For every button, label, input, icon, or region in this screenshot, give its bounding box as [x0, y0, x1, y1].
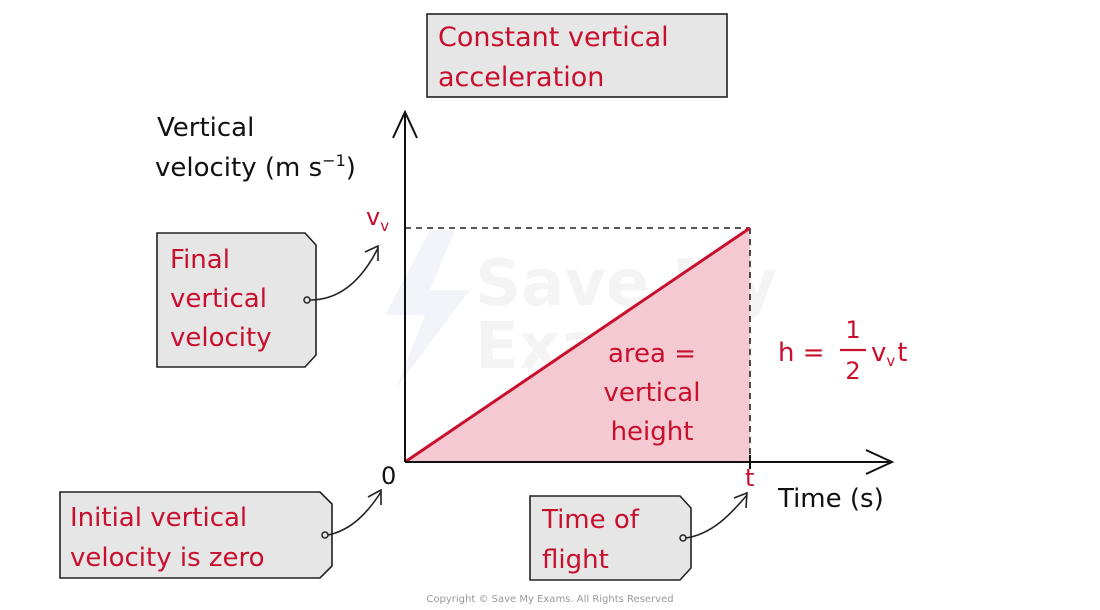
header-line2: acceleration — [438, 62, 604, 93]
y-axis-arrow-icon — [392, 109, 418, 139]
x-axis-arrow-icon — [865, 449, 895, 475]
y-axis-label-line2: velocity (m s−1) — [155, 151, 356, 183]
callout-final-velocity: Final vertical velocity — [156, 232, 379, 368]
callout-final-connector — [309, 247, 379, 301]
vv-tick-label: vv — [366, 203, 389, 235]
callout-final-line3: velocity — [170, 323, 272, 353]
t-tick-label: t — [745, 464, 754, 492]
callout-initial-velocity: Initial vertical velocity is zero — [59, 488, 382, 579]
area-label-line2: vertical — [604, 378, 701, 408]
callout-initial-box — [59, 491, 333, 579]
callout-flight-box — [529, 495, 692, 581]
header-box — [426, 13, 728, 98]
formula-lhs: h = — [778, 338, 825, 368]
x-axis-label: Time (s) — [777, 484, 884, 514]
callout-initial-line1: Initial vertical — [70, 503, 247, 533]
origin-label: 0 — [381, 462, 396, 490]
area-label-line3: height — [611, 417, 694, 447]
height-formula: h = 1 2 vvt — [778, 316, 907, 385]
formula-numerator: 1 — [845, 316, 860, 344]
formula-denominator: 2 — [845, 357, 860, 385]
axes — [392, 109, 895, 475]
callout-final-arrow-icon — [364, 244, 379, 261]
callout-final-box — [156, 232, 317, 368]
callout-initial-line2: velocity is zero — [70, 543, 265, 573]
callout-flight-line1: Time of — [541, 505, 640, 535]
callout-time-of-flight: Time of flight — [529, 491, 748, 581]
callout-final-line2: vertical — [170, 284, 267, 314]
callout-initial-connector — [327, 491, 382, 536]
callout-flight-line2: flight — [542, 545, 609, 575]
formula-rhs: vvt — [871, 338, 907, 370]
callout-initial-arrow-icon — [367, 488, 382, 505]
header-line1: Constant vertical — [438, 22, 669, 53]
copyright-text: Copyright © Save My Exams. All Rights Re… — [426, 594, 673, 605]
y-axis-label-line1: Vertical — [157, 113, 254, 143]
callout-final-line1: Final — [170, 245, 230, 275]
area-label-line1: area = — [608, 339, 696, 369]
velocity-line — [404, 226, 751, 464]
callout-flight-connector — [685, 494, 748, 539]
callout-flight-arrow-icon — [733, 491, 748, 509]
watermark-bolt-icon — [385, 230, 470, 390]
